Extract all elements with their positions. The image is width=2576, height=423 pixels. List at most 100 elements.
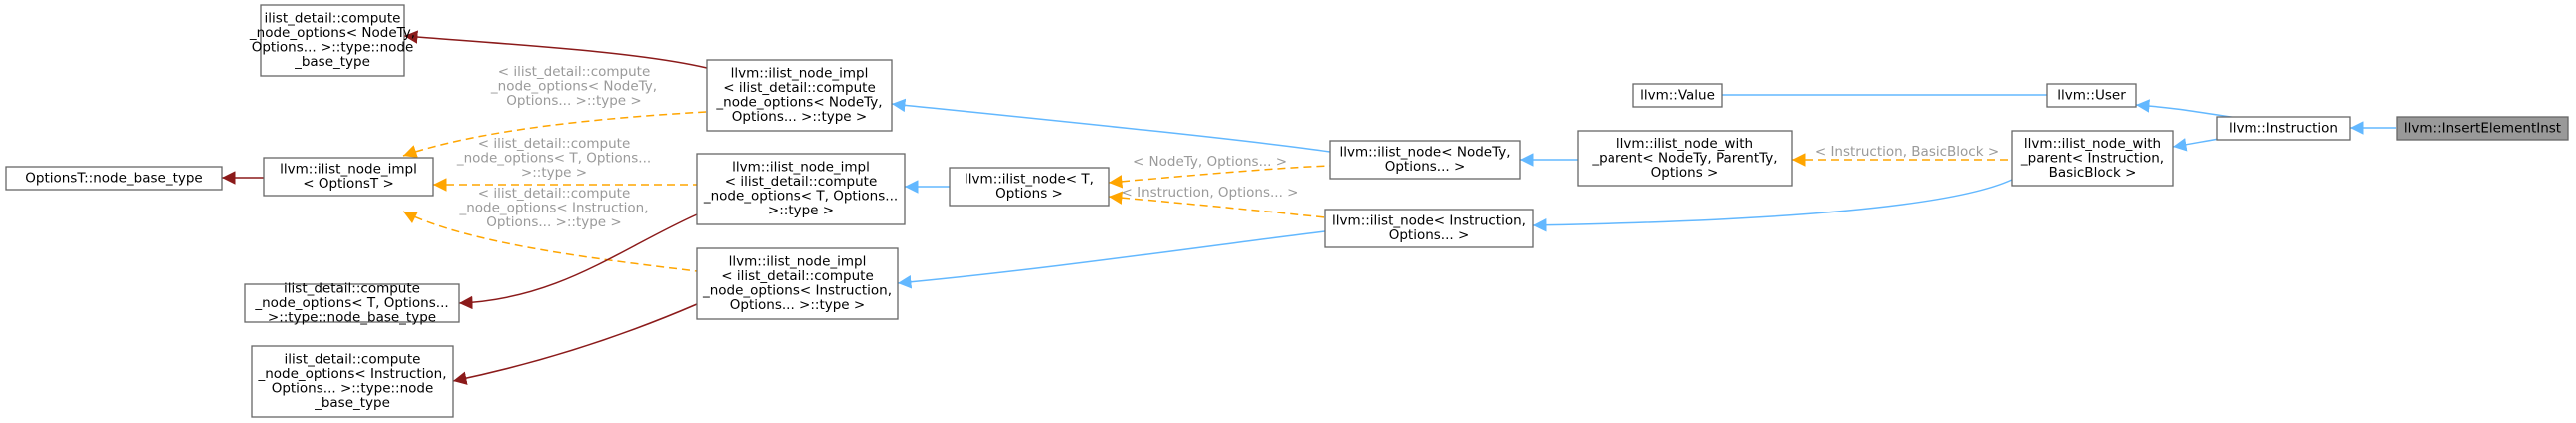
- edge-label-line: < Instruction, Options... >: [1121, 185, 1298, 201]
- node-label-line: _base_type: [294, 54, 370, 70]
- edge-label-impl-t: < ilist_detail::compute_node_options< T,…: [456, 136, 651, 181]
- edge-label-line: < ilist_detail::compute: [478, 186, 631, 202]
- edge-label-line: < ilist_detail::compute: [498, 64, 651, 80]
- node-label-line: BasicBlock >: [2049, 165, 2137, 181]
- node-label-line: Options... >::type >: [732, 109, 867, 125]
- node-compute-node-options-t-base-type[interactable]: ilist_detail::compute_node_options< T, O…: [244, 280, 460, 325]
- node-value[interactable]: llvm::Value: [1632, 83, 1723, 108]
- node-label-line: _parent< NodeTy, ParentTy,: [1591, 150, 1777, 166]
- node-label-line: >::type::node_base_type: [268, 309, 436, 325]
- node-box: [706, 59, 893, 132]
- edge-label-line: < Instruction, BasicBlock >: [1815, 144, 1999, 160]
- node-label-line: Options >: [1651, 165, 1719, 181]
- edge-label-line: _node_options< NodeTy,: [490, 79, 657, 95]
- node-label-line: _node_options< NodeTy,: [715, 95, 882, 111]
- edge-usage-t-impl: [458, 213, 698, 310]
- edge-template-impl-inst: [402, 211, 698, 272]
- node-box: [2396, 116, 2569, 141]
- node-label-line: ilist_detail::compute: [284, 280, 420, 296]
- node-label-line: llvm::ilist_node_impl: [731, 66, 869, 82]
- node-label-line: llvm::ilist_node_impl: [729, 254, 867, 270]
- node-label-line: llvm::ilist_node< Instruction,: [1332, 213, 1526, 229]
- edge-impl-inst-ilistnode: [897, 230, 1326, 289]
- node-compute-node-options-instruction-base-type[interactable]: ilist_detail::compute_node_options< Inst…: [251, 345, 454, 418]
- edge-template-ilistnode-inst: [1108, 191, 1326, 218]
- edge-label-line: < NodeTy, Options... >: [1133, 154, 1287, 170]
- edge-impl-nodety-ilistnode: [891, 98, 1331, 153]
- node-box: [244, 283, 460, 323]
- node-label-line: llvm::User: [2057, 87, 2126, 103]
- node-box: [5, 166, 223, 191]
- node-label-line: llvm::ilist_node_impl: [732, 160, 870, 176]
- node-box: [263, 157, 434, 197]
- edge-label-impl-instruction: < ilist_detail::compute_node_options< In…: [458, 186, 648, 230]
- edge-usage-nodety-impl: [403, 30, 708, 69]
- node-ilist-node-with-parent-nodety[interactable]: llvm::ilist_node_with_parent< NodeTy, Pa…: [1577, 130, 1793, 187]
- node-label-line: _node_options< T, Options...: [703, 189, 898, 205]
- node-box: [2216, 116, 2351, 141]
- node-box: [949, 167, 1110, 207]
- edge-label-line: Options... >::type >: [506, 93, 641, 109]
- node-label-line: OptionsT::node_base_type: [25, 170, 202, 186]
- node-ilist-node-impl-t[interactable]: llvm::ilist_node_impl< ilist_detail::com…: [696, 153, 906, 225]
- node-ilist-node-with-parent-instruction[interactable]: llvm::ilist_node_with_parent< Instructio…: [2011, 130, 2174, 187]
- node-label-line: _node_options< Instruction,: [257, 366, 446, 382]
- node-label-line: >::type >: [768, 203, 834, 218]
- node-label-line: llvm::InsertElementInst: [2404, 120, 2561, 136]
- edge-label-instruction-basicblock: < Instruction, BasicBlock >: [1815, 144, 1999, 160]
- node-user[interactable]: llvm::User: [2046, 83, 2137, 108]
- node-label-line: llvm::Value: [1640, 87, 1715, 103]
- edge-label-instruction-options: < Instruction, Options... >: [1121, 185, 1298, 201]
- node-box: [1329, 140, 1521, 180]
- edge-label-line: _node_options< Instruction,: [458, 201, 648, 216]
- node-instruction[interactable]: llvm::Instruction: [2216, 116, 2351, 141]
- node-box: [1324, 209, 1534, 248]
- edge-label-nodety-options: < NodeTy, Options... >: [1133, 154, 1287, 170]
- node-label-line: llvm::ilist_node< T,: [965, 172, 1094, 188]
- node-label-line: llvm::ilist_node_impl: [280, 162, 417, 178]
- node-label-line: _base_type: [314, 395, 390, 411]
- node-ilist-node-t[interactable]: llvm::ilist_node< T,Options >: [949, 167, 1110, 207]
- node-optionst-node-base-type[interactable]: OptionsT::node_base_type: [5, 166, 223, 191]
- node-box: [1632, 83, 1723, 108]
- node-label-line: _node_options< T, Options...: [254, 295, 448, 311]
- edge-label-line: Options... >::type >: [486, 214, 621, 230]
- node-label-line: Options... >::type::node: [272, 381, 434, 397]
- node-box: [2011, 130, 2174, 187]
- node-label-line: llvm::ilist_node< NodeTy,: [1339, 145, 1510, 161]
- node-ilist-node-impl-optionst[interactable]: llvm::ilist_node_impl< OptionsT >: [263, 157, 434, 197]
- edge-label-line: >::type >: [521, 165, 587, 181]
- edge-label-impl-nodety: < ilist_detail::compute_node_options< No…: [490, 64, 657, 109]
- node-label-line: < OptionsT >: [303, 176, 394, 192]
- node-box: [251, 345, 454, 418]
- edge-label-line: < ilist_detail::compute: [478, 136, 631, 152]
- node-ilist-node-instruction[interactable]: llvm::ilist_node< Instruction,Options...…: [1324, 209, 1534, 248]
- node-label-line: ilist_detail::compute: [285, 352, 421, 368]
- node-label-line: llvm::ilist_node_with: [2024, 136, 2161, 152]
- node-label-line: _parent< Instruction,: [2020, 150, 2164, 166]
- node-label-line: Options... >: [1385, 159, 1466, 175]
- edge-label-line: _node_options< T, Options...: [456, 151, 651, 167]
- edge-user-instruction: [2135, 99, 2238, 119]
- node-label-line: llvm::ilist_node_with: [1616, 136, 1753, 152]
- node-label-line: _node_options< Instruction,: [702, 283, 892, 299]
- node-label-line: Options >: [995, 186, 1063, 202]
- node-ilist-node-impl-nodety[interactable]: llvm::ilist_node_impl< ilist_detail::com…: [706, 59, 893, 132]
- node-compute-node-options-nodety-base-type[interactable]: ilist_detail::compute_node_options< Node…: [249, 4, 415, 77]
- node-label-line: Options... >: [1389, 227, 1470, 243]
- node-box: [260, 4, 405, 77]
- node-box: [696, 153, 906, 225]
- edge-usage-inst-impl: [452, 303, 698, 385]
- edge-template-impl-nodety: [402, 111, 708, 159]
- edge-ilistnode-inst-nodewithparent: [1532, 179, 2013, 232]
- node-label-line: llvm::Instruction: [2229, 120, 2338, 136]
- node-ilist-node-impl-instruction[interactable]: llvm::ilist_node_impl< ilist_detail::com…: [696, 247, 899, 320]
- node-label-line: _node_options< NodeTy,: [249, 25, 415, 41]
- node-insertelementinst[interactable]: llvm::InsertElementInst: [2396, 116, 2569, 141]
- node-label-line: < ilist_detail::compute: [721, 268, 874, 284]
- edge-template-ilistnode-nodety: [1108, 165, 1331, 189]
- node-label-line: Options... >::type >: [730, 297, 865, 313]
- node-box: [2046, 83, 2137, 108]
- node-ilist-node-nodety[interactable]: llvm::ilist_node< NodeTy,Options... >: [1329, 140, 1521, 180]
